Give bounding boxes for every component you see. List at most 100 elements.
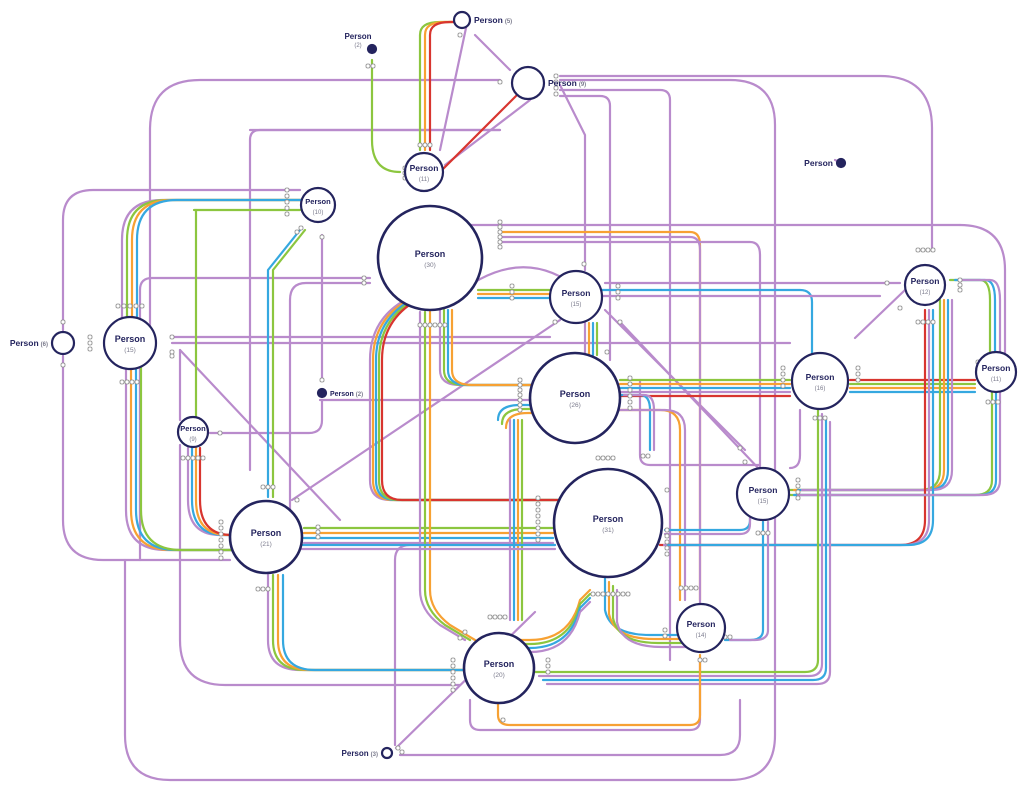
route-bundle — [135, 198, 317, 332]
port-marker — [640, 453, 646, 459]
node-label: Person(9) — [548, 78, 586, 88]
port-marker — [920, 247, 926, 253]
route-line — [178, 348, 342, 522]
node-p2b[interactable]: Person(2) — [316, 387, 363, 399]
port-marker — [218, 519, 224, 525]
port-marker — [260, 484, 266, 490]
node-label: Person — [484, 659, 515, 669]
route-bundle — [442, 308, 546, 387]
route-line — [728, 520, 770, 642]
node-circle — [380, 746, 394, 760]
port-marker — [552, 319, 558, 325]
route-line — [61, 188, 302, 332]
route-line — [186, 446, 234, 537]
port-marker — [920, 319, 926, 325]
node-p15a[interactable]: Person(15) — [102, 315, 158, 371]
node-p15b[interactable]: Person(15) — [548, 269, 604, 325]
port-marker — [990, 399, 996, 405]
node-circle — [974, 350, 1018, 394]
port-marker — [260, 586, 266, 592]
node-label: Person — [749, 485, 778, 495]
port-marker — [422, 322, 428, 328]
port-marker — [195, 455, 201, 461]
node-p31[interactable]: Person(31) — [552, 467, 664, 579]
node-p12[interactable]: Person(12) — [903, 263, 947, 307]
route-bundle — [380, 298, 568, 502]
route-line — [638, 378, 662, 467]
node-p10[interactable]: Person(10) — [299, 186, 337, 224]
port-marker — [60, 362, 66, 368]
port-marker — [124, 379, 130, 385]
route-bundle — [618, 393, 652, 452]
route-bundle — [266, 228, 302, 499]
node-label: Person — [804, 158, 833, 168]
port-marker — [727, 634, 733, 640]
port-marker — [605, 591, 611, 597]
route-line — [446, 308, 550, 387]
node-p11b[interactable]: Person(11) — [974, 350, 1018, 394]
route-line — [380, 298, 568, 502]
node-count: (10) — [313, 210, 324, 216]
node-circle — [228, 499, 304, 575]
route-line — [442, 308, 546, 387]
port-marker — [265, 484, 271, 490]
node-p20[interactable]: Person(20) — [462, 631, 536, 705]
node-circle — [528, 351, 622, 445]
node-p3[interactable]: Person(3) — [342, 746, 394, 760]
route-line — [541, 416, 828, 682]
node-label: Person(5) — [474, 15, 512, 25]
node-p26[interactable]: Person(26) — [528, 351, 622, 445]
port-marker — [662, 627, 668, 633]
node-p30[interactable]: Person(30) — [376, 204, 484, 312]
port-marker — [450, 687, 456, 693]
node-p11a[interactable]: Person(11) — [403, 151, 445, 193]
route-line — [618, 393, 652, 452]
node-p15c[interactable]: Person(15) — [735, 466, 791, 522]
node-count: (30) — [424, 262, 436, 269]
port-marker — [87, 334, 93, 340]
port-marker — [930, 319, 936, 325]
node-circle — [299, 186, 337, 224]
port-marker — [294, 229, 300, 235]
port-marker — [697, 657, 703, 663]
node-p14[interactable]: Person(14) — [675, 602, 727, 654]
port-marker — [139, 303, 145, 309]
node-p9a[interactable]: Person(9) — [510, 65, 586, 101]
node-circle — [176, 415, 210, 449]
node-p16[interactable]: Person(16) — [790, 351, 850, 411]
route-line — [473, 33, 512, 72]
port-marker — [417, 322, 423, 328]
node-p5[interactable]: Person(5) — [452, 10, 512, 30]
port-marker — [255, 586, 261, 592]
route-bundle — [537, 412, 824, 678]
port-marker — [319, 234, 325, 240]
port-marker — [617, 319, 623, 325]
port-marker — [812, 415, 818, 421]
route-line — [504, 411, 540, 430]
route-bundle — [428, 310, 477, 642]
route-line — [61, 354, 232, 562]
node-p21[interactable]: Person(21) — [228, 499, 304, 575]
port-marker — [915, 247, 921, 253]
route-bundle — [728, 520, 770, 642]
node-count: (11) — [991, 377, 1001, 383]
route-line — [796, 390, 1002, 497]
node-p0[interactable]: Person — [804, 157, 847, 169]
port-marker — [427, 322, 433, 328]
port-marker — [517, 397, 523, 403]
port-marker — [509, 295, 515, 301]
node-p2a[interactable]: Person(2) — [344, 32, 378, 55]
port-marker — [780, 371, 786, 377]
port-marker — [492, 614, 498, 620]
route-line — [558, 88, 672, 662]
port-marker — [457, 32, 463, 38]
port-marker — [615, 283, 621, 289]
port-marker — [442, 322, 448, 328]
port-marker — [284, 199, 290, 205]
node-p6[interactable]: Person(6) — [10, 330, 76, 356]
port-marker — [294, 497, 300, 503]
node-p9b[interactable]: Person(9) — [176, 415, 210, 449]
node-count: (2) — [356, 392, 363, 398]
route-line — [130, 198, 312, 332]
port-marker — [315, 534, 321, 540]
